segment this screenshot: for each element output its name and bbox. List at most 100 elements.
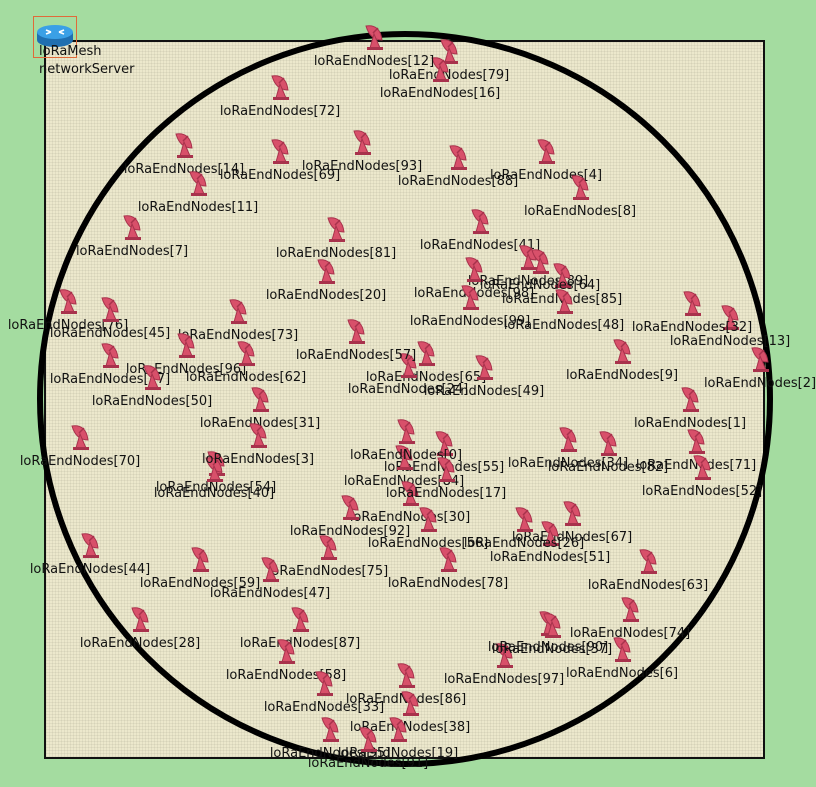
end-node-label: loRaEndNodes[97] [443,672,565,687]
end-node-label: loRaEndNodes[67] [511,530,633,545]
end-node-label: loRaEndNodes[77] [49,372,171,387]
antenna-node-icon [693,455,711,480]
end-node-label: loRaEndNodes[51] [489,550,611,565]
end-node-label: loRaEndNodes[75] [267,564,389,579]
antenna-node-icon [291,607,309,632]
end-node-label: loRaEndNodes[13] [669,334,791,349]
end-node-label: loRaEndNodes[92] [289,524,411,539]
router-icon [37,25,73,47]
end-node-label: loRaEndNodes[17] [385,486,507,501]
antenna-node-icon [439,547,457,572]
antenna-node-icon [251,387,269,412]
end-node-label: loRaEndNodes[38] [349,720,471,735]
end-node-label: loRaEndNodes[87] [239,636,361,651]
antenna-node-icon [495,643,513,668]
antenna-node-icon [359,727,377,752]
antenna-node-icon [397,419,415,444]
end-node-label: loRaEndNodes[72] [219,104,341,119]
antenna-node-icon [347,319,365,344]
end-node-label: loRaEndNodes[44] [29,562,151,577]
end-node-label: loRaEndNodes[65] [365,370,487,385]
router-caption: networkServer [39,62,135,77]
end-node-label: loRaEndNodes[93] [301,159,423,174]
antenna-node-icon [417,341,435,366]
antenna-node-icon [437,457,455,482]
antenna-node-icon [59,289,77,314]
antenna-node-icon [519,245,537,270]
end-node-label: loRaEndNodes[1] [633,416,747,431]
antenna-node-icon [419,507,437,532]
antenna-node-icon [131,607,149,632]
antenna-node-icon [317,259,335,284]
antenna-node-icon [515,507,533,532]
antenna-node-icon [751,347,769,372]
network-server-router[interactable]: loRaMesh networkServer [33,16,134,77]
network-coverage-circle [37,31,773,767]
end-node-label: loRaEndNodes[3] [201,452,315,467]
end-node-label: loRaEndNodes[7] [75,244,189,259]
antenna-node-icon [249,423,267,448]
antenna-node-icon [365,25,383,50]
antenna-node-icon [431,57,449,82]
antenna-node-icon [261,557,279,582]
end-node-label: loRaEndNodes[88] [397,174,519,189]
end-node-label: loRaEndNodes[90] [487,640,609,655]
end-node-label: loRaEndNodes[78] [387,576,509,591]
end-node-label: loRaEndNodes[8] [523,204,637,219]
antenna-node-icon [531,249,549,274]
antenna-node-icon [621,597,639,622]
antenna-node-icon [401,481,419,506]
antenna-node-icon [613,637,631,662]
end-node-label: loRaEndNodes[82] [547,460,669,475]
end-node-label: loRaEndNodes[26] [463,536,585,551]
antenna-node-icon [555,289,573,314]
end-node-label: loRaEndNodes[45] [49,326,171,341]
end-node-label: loRaEndNodes[57] [295,348,417,363]
antenna-node-icon [237,341,255,366]
antenna-node-icon [101,297,119,322]
antenna-node-icon [471,209,489,234]
antenna-node-icon [271,139,289,164]
antenna-node-icon [277,639,295,664]
antenna-node-icon [435,431,453,456]
end-node-label: loRaEndNodes[76] [7,318,129,333]
antenna-node-icon [315,671,333,696]
antenna-node-icon [101,343,119,368]
end-node-label: loRaEndNodes[59] [139,576,261,591]
end-node-label: loRaEndNodes[31] [199,416,321,431]
end-node-label: loRaEndNodes[30] [349,510,471,525]
end-node-label: loRaEndNodes[99] [409,314,531,329]
end-node-label: loRaEndNodes[41] [419,238,541,253]
end-node-label: loRaEndNodes[16] [379,86,501,101]
end-node-label: loRaEndNodes[50] [91,394,213,409]
antenna-node-icon [440,39,458,64]
antenna-node-icon [475,355,493,380]
antenna-node-icon [687,429,705,454]
antenna-node-icon [327,217,345,242]
antenna-node-icon [341,495,359,520]
end-node-label: loRaEndNodes[11] [137,200,259,215]
antenna-node-icon [229,299,247,324]
antenna-node-icon [399,353,417,378]
antenna-node-icon [71,425,89,450]
end-node-label: loRaEndNodes[64] [479,278,601,293]
antenna-node-icon [397,663,415,688]
end-node-label: loRaEndNodes[33] [263,700,385,715]
end-node-label: loRaEndNodes[6] [565,666,679,681]
antenna-node-icon [389,717,407,742]
antenna-node-icon [319,535,337,560]
antenna-node-icon [681,387,699,412]
antenna-node-icon [571,175,589,200]
end-node-label: loRaEndNodes[70] [19,454,141,469]
antenna-node-icon [683,291,701,316]
end-node-label: loRaEndNodes[20] [265,288,387,303]
antenna-node-icon [81,533,99,558]
end-node-label: loRaEndNodes[37] [491,642,613,657]
end-node-label: loRaEndNodes[40] [153,486,275,501]
antenna-node-icon [175,133,193,158]
antenna-node-icon [177,333,195,358]
end-node-label: loRaEndNodes[12] [313,54,435,69]
end-node-label: loRaEndNodes[95] [269,746,391,761]
end-node-label: loRaEndNodes[2] [703,376,816,391]
antenna-node-icon [353,130,371,155]
